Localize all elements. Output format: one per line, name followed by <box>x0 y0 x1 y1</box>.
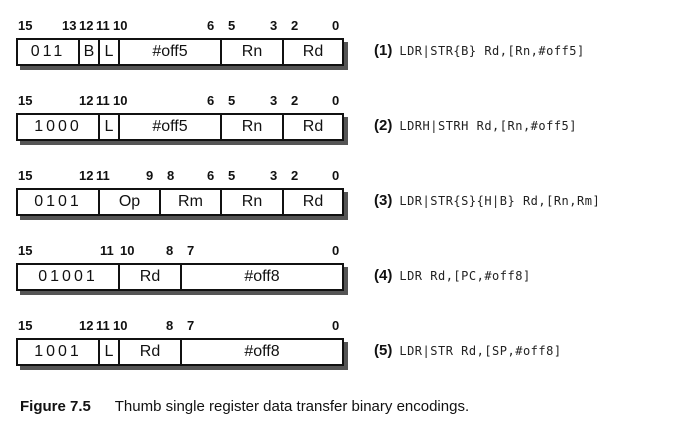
field-b: B <box>80 40 100 64</box>
encoding-number: (2) <box>374 117 393 134</box>
bit-label: 12 <box>79 93 94 108</box>
field-rd: Rd <box>120 265 182 289</box>
bit-label: 6 <box>207 93 215 108</box>
bit-numbers: 15 12 11 10 6 5 3 2 0 <box>0 91 360 111</box>
bit-label: 0 <box>332 93 340 108</box>
encoding-syntax: LDR|STR{S}{H|B} Rd,[Rn,Rm] <box>399 194 601 208</box>
bit-label: 15 <box>18 168 33 183</box>
encoding-number: (1) <box>374 42 393 59</box>
bit-label: 0 <box>332 18 340 33</box>
field-op: Op <box>100 190 161 214</box>
bit-label: 8 <box>166 318 174 333</box>
encoding-number: (4) <box>374 267 393 284</box>
bit-label: 15 <box>18 93 33 108</box>
bit-label: 11 <box>100 243 114 258</box>
bit-label: 0 <box>332 168 340 183</box>
bit-label: 10 <box>113 93 128 108</box>
bit-label: 15 <box>18 18 33 33</box>
figure-caption: Figure 7.5 Thumb single register data tr… <box>20 398 469 415</box>
bit-label: 2 <box>291 93 299 108</box>
field-opcode: 011 <box>18 40 80 64</box>
field-offset: #off5 <box>120 40 222 64</box>
bit-label: 6 <box>207 18 215 33</box>
encoding-caption: (1) LDR|STR{B} Rd,[Rn,#off5] <box>374 42 585 59</box>
bit-label: 7 <box>187 318 195 333</box>
bit-numbers: 15 11 10 8 7 0 <box>0 241 360 261</box>
bit-label: 3 <box>270 168 278 183</box>
figure-caption-text: Thumb single register data transfer bina… <box>114 398 470 415</box>
bit-label: 2 <box>291 168 299 183</box>
bit-label: 5 <box>228 18 236 33</box>
encoding-box: 1000 L #off5 Rn Rd <box>16 113 344 141</box>
field-opcode: 0101 <box>18 190 100 214</box>
field-rd: Rd <box>120 340 182 364</box>
encoding-number: (5) <box>374 342 393 359</box>
bit-label: 11 <box>96 18 110 33</box>
encoding-2: 15 12 11 10 6 5 3 2 0 1000 L #off5 Rn Rd… <box>0 91 685 161</box>
figure-label: Figure 7.5 <box>20 398 91 415</box>
field-rn: Rn <box>222 40 284 64</box>
field-opcode: 01001 <box>18 265 120 289</box>
encoding-syntax: LDR|STR Rd,[SP,#off8] <box>399 344 562 358</box>
bit-label: 13 <box>62 18 77 33</box>
field-opcode: 1001 <box>18 340 100 364</box>
field-l: L <box>100 340 120 364</box>
field-l: L <box>100 40 120 64</box>
bit-label: 6 <box>207 168 215 183</box>
bit-label: 12 <box>79 168 94 183</box>
field-rn: Rn <box>222 190 284 214</box>
encoding-caption: (4) LDR Rd,[PC,#off8] <box>374 267 531 284</box>
bit-label: 3 <box>270 93 278 108</box>
encoding-box: 0101 Op Rm Rn Rd <box>16 188 344 216</box>
encoding-1: 15 13 12 11 10 6 5 3 2 0 011 B L #off5 R… <box>0 16 685 86</box>
bit-label: 10 <box>113 18 128 33</box>
field-rd: Rd <box>302 118 324 135</box>
bit-numbers: 15 13 12 11 10 6 5 3 2 0 <box>0 16 360 36</box>
encoding-caption: (3) LDR|STR{S}{H|B} Rd,[Rn,Rm] <box>374 192 600 209</box>
field-offset: #off8 <box>244 343 280 360</box>
bit-numbers: 15 12 11 9 8 6 5 3 2 0 <box>0 166 360 186</box>
field-opcode: 1000 <box>18 115 100 139</box>
bit-label: 7 <box>187 243 195 258</box>
bit-label: 11 <box>96 168 110 183</box>
bit-label: 15 <box>18 243 33 258</box>
bit-label: 5 <box>228 168 236 183</box>
field-rm: Rm <box>161 190 222 214</box>
bit-label: 11 <box>96 93 110 108</box>
bit-label: 8 <box>166 243 174 258</box>
encoding-syntax: LDRH|STRH Rd,[Rn,#off5] <box>399 119 578 133</box>
bit-label: 3 <box>270 18 278 33</box>
bit-label: 12 <box>79 18 94 33</box>
field-rd: Rd <box>302 193 324 210</box>
encoding-5: 15 12 11 10 8 7 0 1001 L Rd #off8 (5) LD… <box>0 316 685 386</box>
encoding-box: 011 B L #off5 Rn Rd <box>16 38 344 66</box>
bit-label: 2 <box>291 18 299 33</box>
field-rd: Rd <box>302 43 324 60</box>
encoding-3: 15 12 11 9 8 6 5 3 2 0 0101 Op Rm Rn Rd … <box>0 166 685 236</box>
encoding-box: 1001 L Rd #off8 <box>16 338 344 366</box>
bit-label: 10 <box>113 318 128 333</box>
encoding-number: (3) <box>374 192 393 209</box>
encoding-syntax: LDR|STR{B} Rd,[Rn,#off5] <box>399 44 585 58</box>
field-rn: Rn <box>222 115 284 139</box>
encoding-caption: (5) LDR|STR Rd,[SP,#off8] <box>374 342 562 359</box>
field-offset: #off5 <box>120 115 222 139</box>
bit-label: 12 <box>79 318 94 333</box>
bit-label: 0 <box>332 243 340 258</box>
encoding-box: 01001 Rd #off8 <box>16 263 344 291</box>
field-l: L <box>100 115 120 139</box>
encoding-syntax: LDR Rd,[PC,#off8] <box>399 269 531 283</box>
bit-label: 8 <box>167 168 175 183</box>
bit-label: 5 <box>228 93 236 108</box>
encoding-4: 15 11 10 8 7 0 01001 Rd #off8 (4) LDR Rd… <box>0 241 685 311</box>
bit-label: 9 <box>146 168 154 183</box>
bit-label: 0 <box>332 318 340 333</box>
bit-label: 10 <box>120 243 135 258</box>
bit-label: 15 <box>18 318 33 333</box>
bit-numbers: 15 12 11 10 8 7 0 <box>0 316 360 336</box>
bit-label: 11 <box>96 318 110 333</box>
encoding-caption: (2) LDRH|STRH Rd,[Rn,#off5] <box>374 117 577 134</box>
field-offset: #off8 <box>244 268 280 285</box>
